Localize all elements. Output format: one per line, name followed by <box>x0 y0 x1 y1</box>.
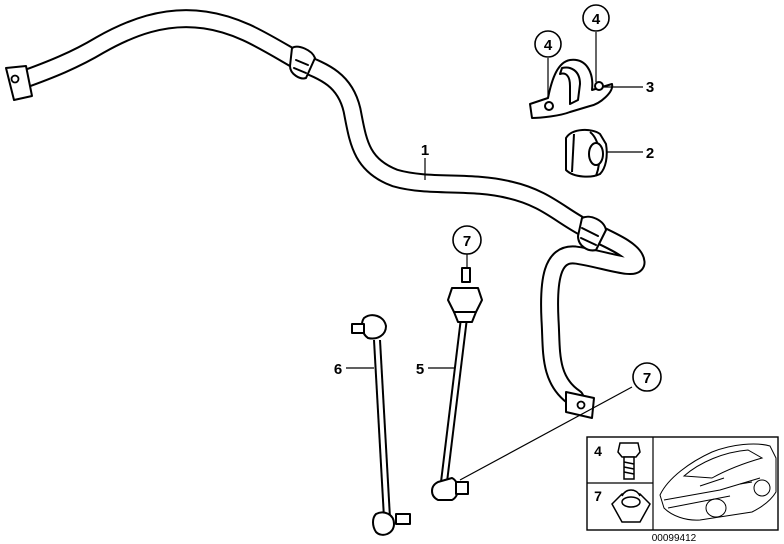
legend-row-4-label: 4 <box>594 443 602 459</box>
callout-4-right-label: 4 <box>592 11 601 28</box>
nut-icon <box>611 489 651 523</box>
stabilizer-link-rear[interactable] <box>351 314 411 536</box>
callout-2: 2 <box>646 145 654 162</box>
callout-4-left: 4 <box>534 30 562 58</box>
stabilizer-link-front[interactable] <box>431 267 483 501</box>
callout-3: 3 <box>646 79 654 96</box>
callout-7-bottom-label: 7 <box>643 370 651 387</box>
stabilizer-bar[interactable] <box>5 9 646 419</box>
callout-1: 1 <box>421 142 429 159</box>
bolt-icon <box>617 442 641 480</box>
legend-row-7-label: 7 <box>594 488 602 504</box>
callout-5: 5 <box>416 361 424 378</box>
callout-7-top: 7 <box>452 225 482 255</box>
car-icon <box>659 443 777 521</box>
callout-4-right: 4 <box>582 4 610 32</box>
leader-lines <box>346 32 643 481</box>
rubber-mounting[interactable] <box>565 128 608 178</box>
callout-5-label: 5 <box>416 361 424 378</box>
callout-6: 6 <box>334 361 342 378</box>
callout-3-label: 3 <box>646 79 654 96</box>
callout-6-label: 6 <box>334 361 342 378</box>
callout-7-top-label: 7 <box>463 233 471 250</box>
bracket[interactable] <box>529 58 614 119</box>
diagram-number: 00099412 <box>652 533 697 544</box>
callout-1-label: 1 <box>421 142 429 159</box>
callout-2-label: 2 <box>646 145 654 162</box>
callout-7-bottom: 7 <box>632 362 662 392</box>
callout-4-left-label: 4 <box>544 37 553 54</box>
legend-box: 4 7 <box>586 436 779 531</box>
